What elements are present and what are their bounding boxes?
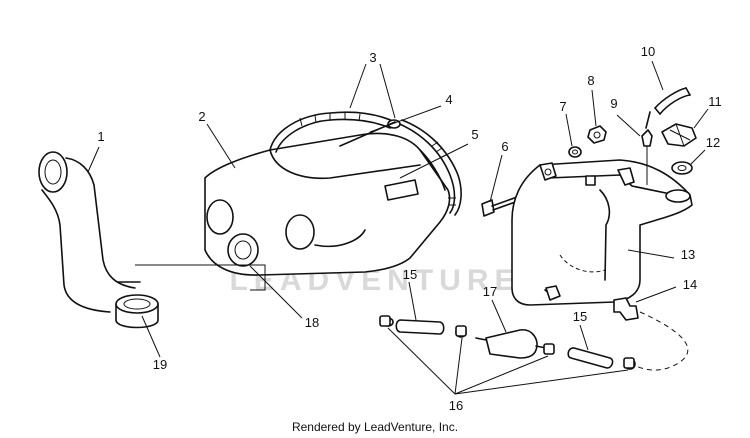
grommet [115, 294, 159, 329]
washer [568, 146, 582, 158]
fuel-filter [475, 329, 547, 359]
callout-2: 2 [198, 109, 205, 124]
leader-lines [87, 60, 709, 395]
render-credit: Rendered by LeadVenture, Inc. [291, 420, 459, 434]
callout-17: 17 [483, 284, 497, 299]
fuel-tank-housing [204, 132, 451, 276]
callout-8: 8 [587, 73, 594, 88]
callout-14: 14 [683, 277, 697, 292]
hose-clamps [379, 315, 635, 369]
callout-16: 16 [449, 398, 463, 413]
bracket-line [135, 264, 266, 291]
callout-19: 19 [153, 357, 167, 372]
filler-neck-tube [38, 151, 141, 313]
vent-fitting [641, 129, 653, 185]
callout-18: 18 [305, 315, 319, 330]
callout-13: 13 [681, 247, 695, 262]
callout-15-left: 15 [403, 267, 417, 282]
callout-6: 6 [501, 139, 508, 154]
fuel-line-path [635, 311, 689, 371]
tank-outlet [545, 285, 561, 301]
callout-4: 4 [445, 92, 452, 107]
callout-12: 12 [706, 135, 720, 150]
callout-labels: 1 2 3 4 5 6 7 8 9 10 11 12 13 14 15 15 1… [97, 44, 721, 413]
callout-5: 5 [471, 127, 478, 142]
outlet-fitting [613, 297, 639, 321]
vent-hose [269, 111, 462, 216]
fuel-hose-left [382, 317, 467, 338]
fuel-tank [511, 159, 693, 306]
callout-7: 7 [559, 99, 566, 114]
callout-10: 10 [641, 44, 655, 59]
callout-11: 11 [708, 94, 722, 109]
callout-3: 3 [369, 50, 376, 65]
callout-15-right: 15 [573, 309, 587, 324]
callout-9: 9 [610, 96, 617, 111]
fuel-cap [661, 123, 697, 147]
callout-1: 1 [97, 129, 104, 144]
warning-decal [384, 179, 419, 201]
cap-gasket [671, 161, 693, 175]
tank-fitting [227, 233, 259, 267]
vent-hose-short [645, 87, 691, 129]
lock-nut [587, 125, 607, 144]
